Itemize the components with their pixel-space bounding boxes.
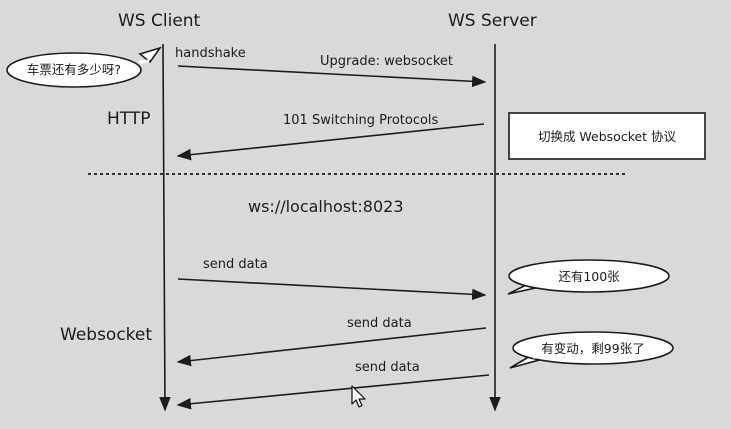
- remaining-bubble: 还有100张: [507, 259, 670, 295]
- client-question-text: 车票还有多少呀?: [27, 62, 121, 77]
- mouse-pointer-icon: [351, 385, 366, 408]
- remaining-text: 还有100张: [558, 269, 620, 284]
- client-lifeline: [159, 43, 171, 412]
- send-data-label-2: send data: [347, 316, 412, 331]
- upgrade-label: Upgrade: websocket: [320, 54, 453, 69]
- switch-protocol-note: [508, 112, 706, 160]
- send-data-arrow-2: [176, 327, 487, 367]
- client-question-bubble: 车票还有多少呀?: [6, 46, 163, 88]
- websocket-section-label: Websocket: [60, 325, 152, 345]
- client-header: WS Client: [118, 11, 201, 31]
- ws-url-label: ws://localhost:8023: [248, 197, 404, 216]
- switch-protocol-note-text: 切换成 Websocket 协议: [538, 129, 677, 144]
- send-data-label-1: send data: [203, 257, 268, 272]
- send-data-label-3: send data: [355, 360, 420, 375]
- handshake-label: handshake: [175, 46, 246, 61]
- changed-bubble: 有变动，剩99张了: [509, 331, 674, 369]
- handshake-arrow: [177, 65, 487, 88]
- changed-text: 有变动，剩99张了: [541, 341, 644, 356]
- server-header: WS Server: [448, 11, 537, 31]
- switching-protocols-arrow: [176, 123, 485, 161]
- send-data-arrow-1: [177, 278, 487, 301]
- http-section-label: HTTP: [107, 109, 151, 129]
- send-data-arrow-3: [176, 374, 490, 410]
- switching-protocols-label: 101 Switching Protocols: [283, 113, 439, 128]
